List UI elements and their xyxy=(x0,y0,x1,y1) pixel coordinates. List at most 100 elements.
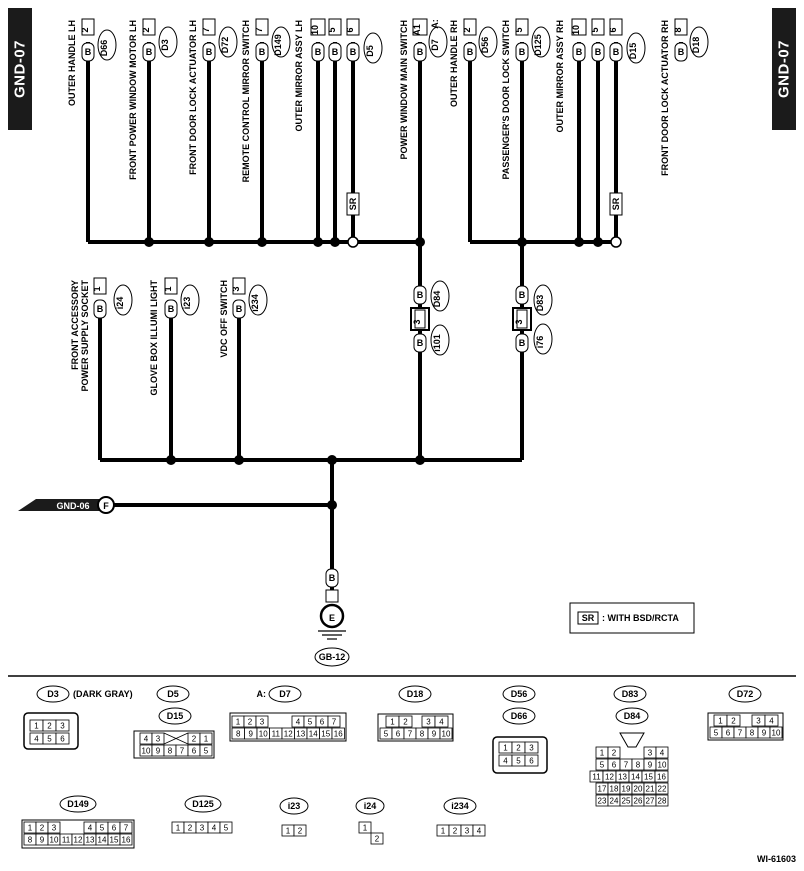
pin-box: 10 xyxy=(571,18,587,36)
wire-color-tag: B xyxy=(255,42,269,62)
pin-number: 14 xyxy=(98,836,107,845)
pin-number: 18 xyxy=(610,785,619,794)
pin-number: 14 xyxy=(631,773,640,782)
wire-tag-box xyxy=(325,568,339,588)
pin-rect xyxy=(232,277,246,295)
pin-number: 3 xyxy=(529,744,534,753)
pin-number: 6 xyxy=(612,761,617,770)
code-text: D84 xyxy=(432,291,442,308)
junction-dot-3 xyxy=(313,237,323,247)
pin-number: 7 xyxy=(408,730,413,739)
pin-number: 12 xyxy=(284,730,293,739)
junction-dot-10 xyxy=(234,455,244,465)
connector-name: OUTER HANDLE RH xyxy=(449,20,459,107)
wire-color-tag: B xyxy=(81,42,95,62)
pin-box: 2 xyxy=(141,18,156,36)
wire-color-tag: B xyxy=(164,299,178,319)
pin-number: 7 xyxy=(124,824,129,833)
pin-number: 4 xyxy=(660,749,665,758)
wire-tag-text: B xyxy=(168,304,175,314)
pin-cell xyxy=(655,758,669,771)
view-code-text: D5 xyxy=(167,689,179,699)
wire-tag-box xyxy=(346,42,360,62)
pin-number: 8 xyxy=(636,761,641,770)
wire-tag-box xyxy=(202,42,216,62)
pin-rect xyxy=(328,18,342,36)
sr-junction-right xyxy=(610,236,622,248)
connector-code: i24 xyxy=(113,284,133,316)
wire-tag-box xyxy=(591,42,605,62)
pin-number: 1 xyxy=(718,717,723,726)
wire-color-tag: B xyxy=(328,42,342,62)
pin-cell xyxy=(151,732,165,745)
connector-code: i234 xyxy=(248,284,268,316)
pin-number: 8 xyxy=(420,730,425,739)
pin-text: 10 xyxy=(310,25,320,35)
pin-number: 16 xyxy=(122,836,131,845)
wire-color-tag: B xyxy=(413,285,427,305)
pin-number: 1 xyxy=(28,824,33,833)
view-code-ellipse xyxy=(728,685,762,703)
pin-number: 3 xyxy=(200,824,205,833)
pin-number: 2 xyxy=(192,735,197,744)
pin-rect xyxy=(310,18,326,36)
view-code-ellipse xyxy=(158,707,192,725)
pin-number: 7 xyxy=(738,729,743,738)
pin-number: 5 xyxy=(516,757,521,766)
pin-number: 5 xyxy=(308,718,313,727)
pin-box: 1 xyxy=(92,277,107,295)
code-ellipse xyxy=(180,284,200,316)
pin-box: 5 xyxy=(590,18,605,36)
pin-number: 3 xyxy=(426,718,431,727)
pin-number: 14 xyxy=(309,730,318,739)
view-code-ellipse xyxy=(268,685,302,703)
pin-cell xyxy=(434,715,449,728)
view-code-text: D56 xyxy=(511,689,528,699)
pin-number: 2 xyxy=(453,827,458,836)
pin-text: 7 xyxy=(254,27,264,32)
legend-tag-box xyxy=(577,611,599,625)
pin-cell xyxy=(655,782,669,795)
wire-color-tag: B xyxy=(515,333,529,353)
ground-code: GB-12 xyxy=(319,652,346,662)
code-ellipse xyxy=(430,324,450,356)
pin-number: 9 xyxy=(249,730,254,739)
legend-text: : WITH BSD/RCTA xyxy=(602,613,679,623)
pin-text: 7 xyxy=(201,27,211,32)
pin-number: 3 xyxy=(465,827,470,836)
pin-cell xyxy=(769,726,783,739)
pin-number: 3 xyxy=(756,717,761,726)
pin-text: 2 xyxy=(462,27,472,32)
wire-color-tag: B xyxy=(609,42,623,62)
pin-cell xyxy=(472,824,486,837)
wire-tag-text: B xyxy=(417,338,424,348)
wire-tag-text: B xyxy=(236,304,243,314)
connector-code: D3 xyxy=(158,26,178,58)
pin-cell xyxy=(524,741,539,754)
connector-code: i23 xyxy=(180,284,200,316)
pin-cell xyxy=(370,832,384,845)
pin-number: 3 xyxy=(648,749,653,758)
wire-color-tag: B xyxy=(674,42,688,62)
pin-number: 4 xyxy=(769,717,774,726)
connector-name: FRONT DOOR LOCK ACTUATOR RH xyxy=(660,20,670,176)
connector-name: VDC OFF SWITCH xyxy=(219,280,229,358)
view-code-ellipse xyxy=(502,707,536,725)
joint-pin-text: 3 xyxy=(412,319,422,324)
view-code-ellipse xyxy=(443,797,477,815)
pin-text: 6 xyxy=(608,27,618,32)
connector-code: D5 xyxy=(363,32,383,64)
pin-number: 4 xyxy=(439,718,444,727)
pin-box: 5 xyxy=(514,18,529,36)
pin-number: 2 xyxy=(612,749,617,758)
sr-box xyxy=(609,192,623,216)
pin-cell xyxy=(726,714,741,727)
code-ellipse xyxy=(271,26,291,58)
pin-number: 4 xyxy=(503,757,508,766)
pin-rect xyxy=(81,18,95,36)
